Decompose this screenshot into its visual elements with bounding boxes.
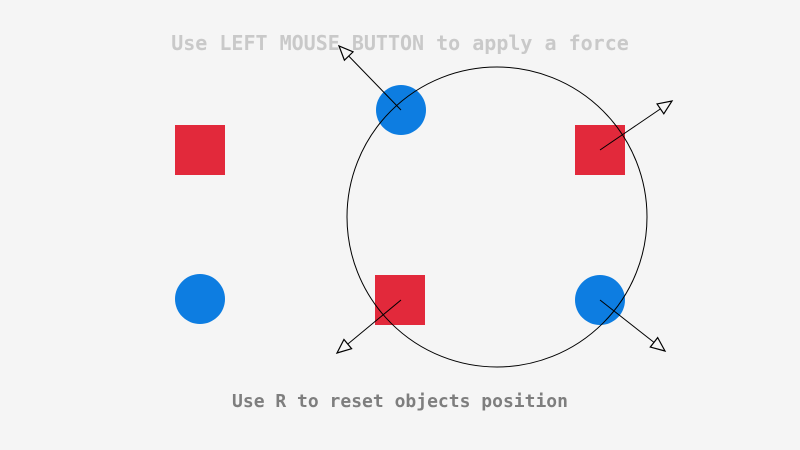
instruction-reset-objects: Use R to reset objects position bbox=[232, 391, 568, 412]
blue-circle-left[interactable] bbox=[175, 274, 225, 324]
force-arrow-center-square bbox=[335, 299, 402, 354]
red-square-left[interactable] bbox=[175, 125, 225, 175]
instruction-apply-force: Use LEFT MOUSE BUTTON to apply a force bbox=[171, 31, 629, 55]
force-arrow-right-circle bbox=[599, 299, 667, 352]
force-arrow-top-circle bbox=[337, 44, 402, 111]
force-arrow-right-square bbox=[599, 100, 674, 151]
boundary-circle bbox=[346, 66, 648, 368]
red-square-center[interactable] bbox=[375, 275, 425, 325]
